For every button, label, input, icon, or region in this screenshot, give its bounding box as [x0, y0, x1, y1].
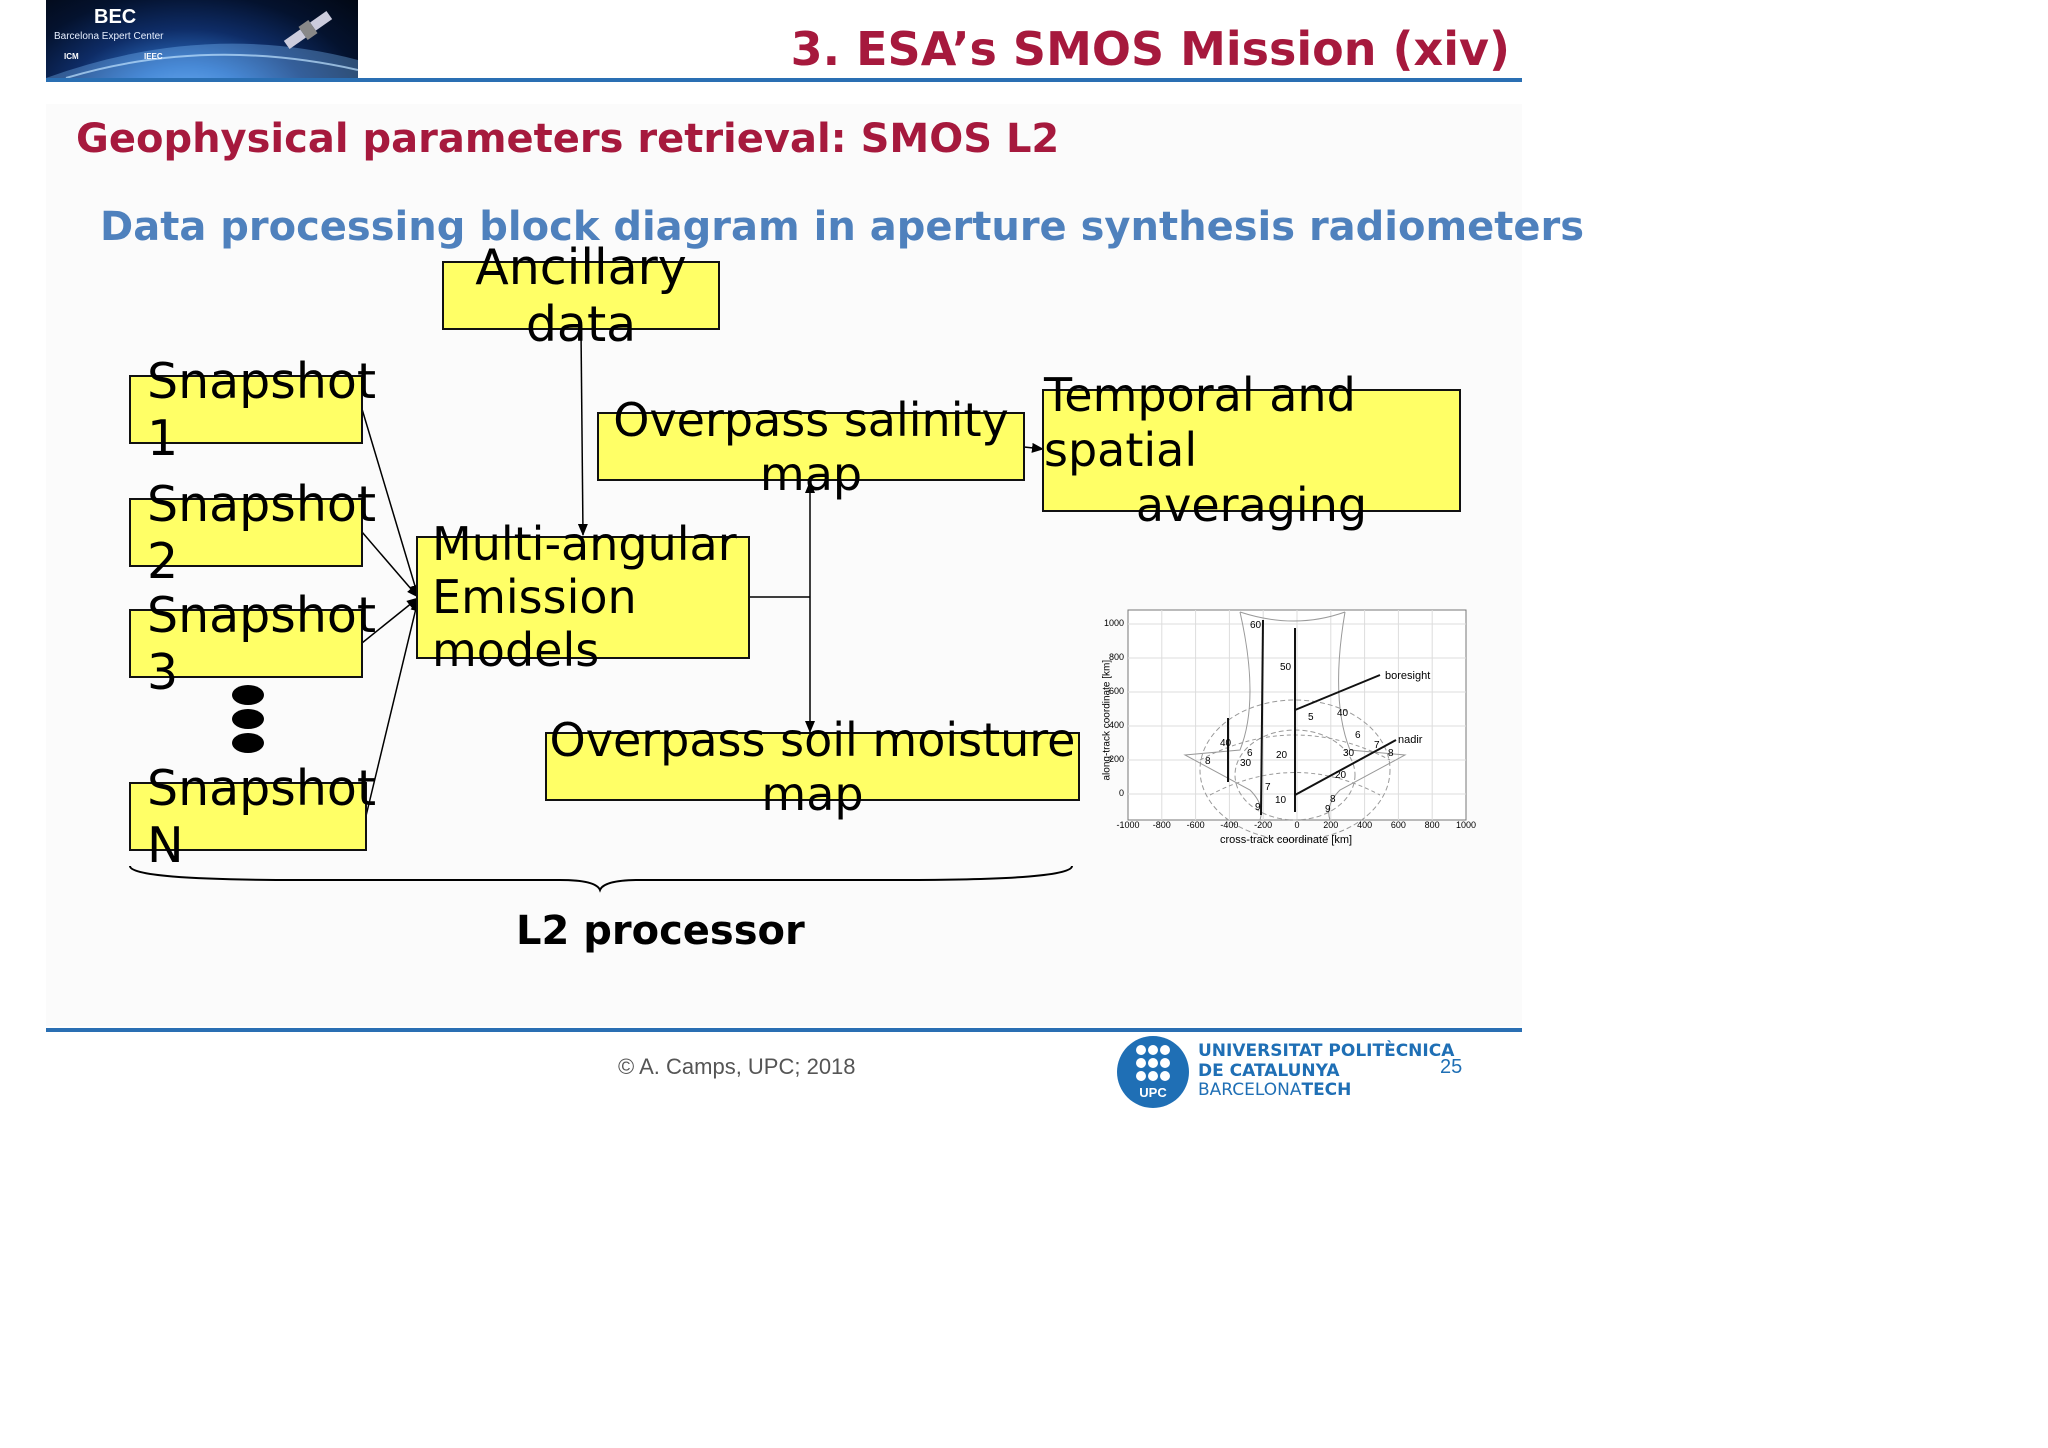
copyright: © A. Camps, UPC; 2018	[618, 1054, 856, 1079]
plot-xtick: -1000	[1116, 820, 1140, 830]
salinity-map-label: Overpass salinity map	[613, 392, 1009, 501]
contour-label: 6	[1355, 730, 1361, 741]
contour-label: 6	[1247, 748, 1253, 759]
contour-label: 8	[1205, 756, 1211, 767]
plot-ytick: 0	[1118, 788, 1124, 798]
plot-ytick: 800	[1108, 652, 1124, 662]
emission-models-line-1: Multi-angular	[432, 517, 737, 572]
snapshot-3-label: Snapshot 3	[147, 586, 377, 701]
arrow-snapshotN-to-models	[365, 599, 421, 817]
plot-ytick: 200	[1108, 754, 1124, 764]
university-line-2: DE CATALUNYA	[1198, 1060, 1340, 1081]
emission-models-box: Multi-angular Emission models	[416, 518, 750, 676]
bec-logo: BEC Barcelona Expert Center ICM IEEC	[46, 0, 358, 78]
plot-xtick: 0	[1294, 820, 1300, 830]
plot-ytick: 1000	[1103, 618, 1124, 628]
upc-label: UPC	[1139, 1085, 1167, 1100]
ellipsis-dot-3	[232, 733, 264, 753]
arrow-snapshot1-to-models	[361, 408, 420, 597]
plot-xtick: 1000	[1455, 820, 1477, 830]
snapshot-n-box: Snapshot N	[129, 760, 376, 874]
contour-label: 40	[1220, 738, 1232, 749]
arrow-ancillary-to-models	[577, 329, 588, 536]
bec-partner-1: ICM	[64, 52, 79, 61]
plot-ytick: 600	[1108, 686, 1124, 696]
contour-label: 30	[1240, 758, 1252, 769]
emission-models-line-2: Emission models	[432, 570, 637, 677]
snapshot-1-label: Snapshot 1	[147, 352, 377, 467]
plot-xtick: -800	[1152, 820, 1171, 830]
averaging-box: Temporal and spatial averaging	[1042, 368, 1461, 532]
l2-brace	[129, 865, 1073, 893]
plot-xtick: 200	[1323, 820, 1339, 830]
contour-label: 9	[1255, 802, 1261, 813]
contour-label: 20	[1276, 750, 1288, 761]
university-line-1: UNIVERSITAT POLITÈCNICA	[1198, 1041, 1455, 1061]
arrow-salinity-to-averaging	[1023, 442, 1044, 453]
contour-label: 20	[1335, 770, 1347, 781]
salinity-map-box: Overpass salinity map	[597, 393, 1025, 501]
contour-label: 60	[1250, 620, 1262, 631]
averaging-line-1: Temporal and spatial	[1044, 367, 1356, 477]
plot-xtick: -200	[1254, 820, 1273, 830]
slide-title: 3. ESA’s SMOS Mission (xiv)	[790, 22, 1510, 76]
university-line-3: BARCELONATECH	[1198, 1080, 1454, 1101]
university-name: UNIVERSITAT POLITÈCNICA DE CATALUNYA BAR…	[1198, 1041, 1455, 1101]
contour-label: 40	[1337, 708, 1349, 719]
plot-xtick: 600	[1390, 820, 1406, 830]
contour-label: 8	[1330, 794, 1336, 805]
ellipsis-dot-1	[232, 685, 264, 705]
footer-rule	[46, 1028, 1522, 1032]
snapshot-3-box: Snapshot 3	[129, 587, 376, 701]
ancillary-data-label: Ancillary data	[475, 238, 687, 353]
contour-label: 50	[1280, 662, 1292, 673]
arrow-snapshot3-to-models	[361, 597, 419, 644]
snapshot-2-label: Snapshot 2	[147, 475, 377, 590]
subtitle: Data processing block diagram in apertur…	[100, 204, 1585, 250]
arrow-snapshot2-to-models	[361, 531, 419, 598]
averaging-line-2: averaging	[1135, 478, 1368, 533]
plot-xtick: -600	[1186, 820, 1205, 830]
snapshot-n-label: Snapshot N	[147, 759, 377, 874]
ancillary-data-box: Ancillary data	[442, 239, 720, 353]
snapshot-2-box: Snapshot 2	[129, 476, 376, 590]
header-rule	[46, 78, 1522, 82]
contour-label: 7	[1265, 782, 1271, 793]
soil-moisture-map-box: Overpass soil moisture map	[545, 713, 1080, 821]
plot-xtick: 800	[1424, 820, 1440, 830]
nadir-annotation: nadir	[1398, 734, 1423, 746]
l2-processor-label: L2 processor	[516, 908, 805, 954]
section-title: Geophysical parameters retrieval: SMOS L…	[76, 116, 1060, 162]
upc-dots-icon	[1136, 1045, 1170, 1081]
soil-moisture-map-label: Overpass soil moisture map	[549, 712, 1076, 821]
university-city-bold: TECH	[1301, 1080, 1352, 1101]
plot-ytick: 400	[1108, 720, 1124, 730]
earth-horizon-image	[46, 10, 358, 78]
boresight-annotation: boresight	[1385, 670, 1431, 682]
contour-label: 9	[1325, 804, 1331, 815]
snapshot-1-box: Snapshot 1	[129, 353, 376, 467]
ellipsis-dot-2	[232, 709, 264, 729]
contour-label: 10	[1275, 795, 1287, 806]
bec-subtitle: Barcelona Expert Center	[54, 31, 164, 42]
contour-label: 7	[1374, 740, 1380, 751]
page-number: 25	[1440, 1056, 1463, 1078]
university-city-plain: BARCELONA	[1198, 1080, 1302, 1101]
bec-acronym: BEC	[94, 6, 137, 28]
plot-xtick: 400	[1357, 820, 1373, 830]
contour-label: 5	[1308, 712, 1314, 723]
satellite-icon	[283, 10, 333, 50]
contour-label: 8	[1388, 748, 1394, 759]
swath-geometry-graphic	[1127, 609, 1467, 841]
plot-xtick: -400	[1220, 820, 1239, 830]
plot-xlabel: cross-track coordinate [km]	[1220, 834, 1353, 846]
upc-logo: UPC	[1117, 1036, 1189, 1108]
plot-tracks	[1227, 619, 1397, 816]
bec-partner-2: IEEC	[144, 52, 163, 61]
contour-label: 30	[1343, 748, 1355, 759]
swath-geometry-plot: along-track coordinate [km] cross-track …	[1090, 600, 1490, 860]
